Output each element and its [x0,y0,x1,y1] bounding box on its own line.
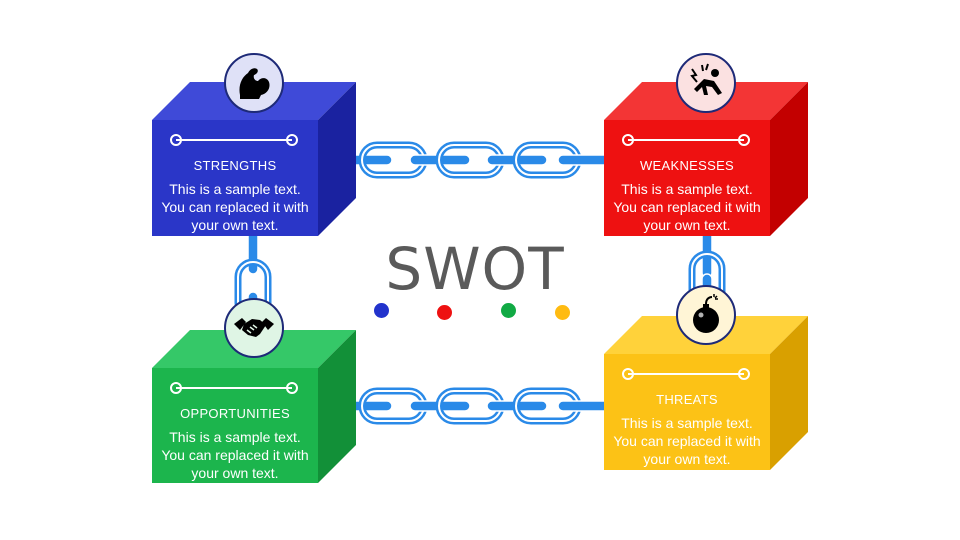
weaknesses-label: WEAKNESSES [639,158,735,173]
card-divider [170,382,298,394]
accent-dot-green [501,303,516,318]
accent-dot-blue [374,303,389,318]
card-divider [170,134,298,146]
weaknesses-card: WEAKNESSES This is a sample text. You ca… [604,120,770,236]
opportunities-label: OPPORTUNITIES [180,406,290,421]
card-divider [622,368,750,380]
opportunities-card: OPPORTUNITIES This is a sample text. You… [152,368,318,483]
strengths-card: STRENGTHS This is a sample text. You can… [152,120,318,236]
injured-person-icon [676,53,736,113]
threats-label: THREATS [656,392,718,407]
accent-dot-yellow [555,305,570,320]
chain-bottom [331,391,619,421]
threats-text: This is a sample text. You can replaced … [613,415,761,467]
strengths-text: This is a sample text. You can replaced … [161,181,309,233]
handshake-icon [224,298,284,358]
threats-card: THREATS This is a sample text. You can r… [604,354,770,470]
accent-dot-red [437,305,452,320]
weaknesses-text: This is a sample text. You can replaced … [613,181,761,233]
strengths-label: STRENGTHS [193,158,277,173]
chain-top [331,145,619,175]
card-divider [622,134,750,146]
opportunities-text: This is a sample text. You can replaced … [161,429,309,481]
swot-title: SWOT [385,235,565,303]
bomb-icon [676,285,736,345]
flexed-arm-icon [224,53,284,113]
